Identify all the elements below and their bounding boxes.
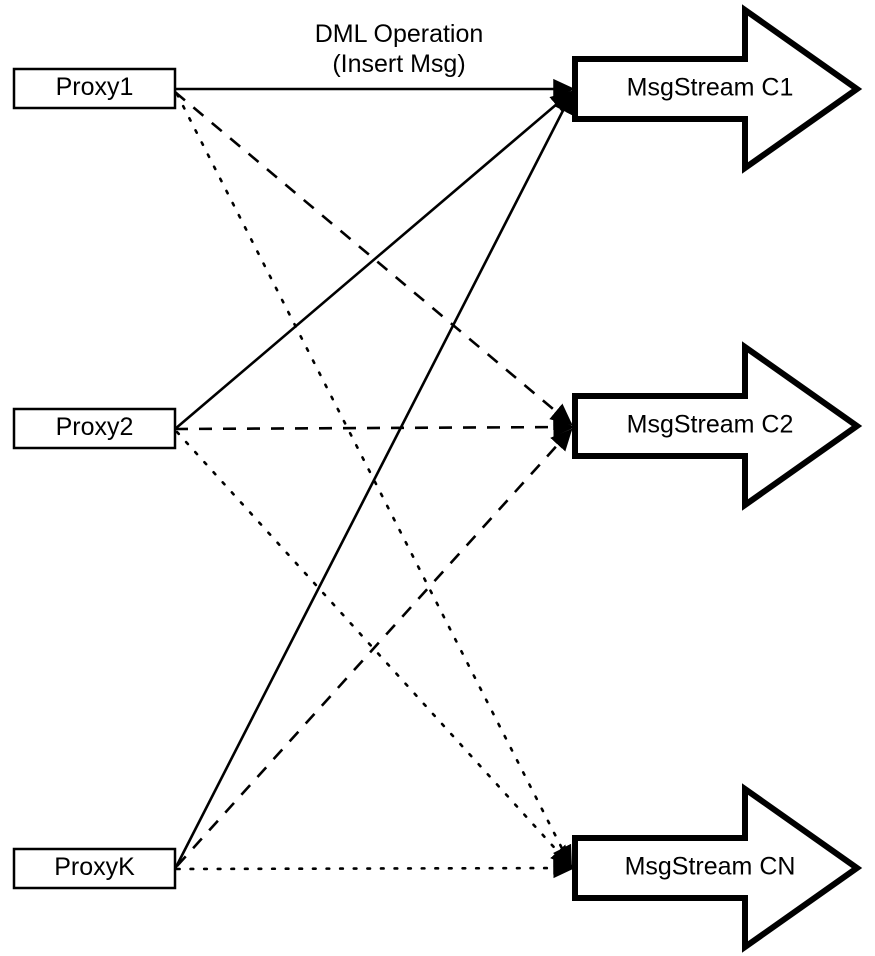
edge-proxy2-to-msgstream-cn[interactable]	[175, 430, 573, 868]
node-proxy1-rect	[12, 67, 177, 110]
edge-line	[173, 91, 574, 870]
node-proxyk-rect	[12, 847, 177, 890]
edge-proxyk-to-msgstream-c1[interactable]	[173, 91, 574, 870]
node-msgstream-cn[interactable]: MsgStream CN	[572, 783, 863, 953]
node-msgstream-cn-arrow-shape	[572, 783, 863, 953]
node-proxy1-label: Proxy1	[56, 73, 134, 101]
edge-proxyk-to-msgstream-c2[interactable]	[176, 428, 573, 867]
node-proxy2-rect	[12, 407, 177, 450]
edge-line	[176, 428, 573, 867]
edge-proxy2-to-msgstream-c1[interactable]	[174, 90, 573, 430]
dml-operation-label-line2: (Insert Msg)	[332, 50, 465, 78]
node-proxyk[interactable]: ProxyK	[12, 847, 177, 890]
edge-proxy2-to-msgstream-c2[interactable]	[174, 416, 576, 438]
edge-proxyk-to-msgstream-cn[interactable]	[175, 857, 576, 879]
edge-proxy1-to-msgstream-cn[interactable]	[175, 92, 573, 868]
edge-line	[175, 857, 576, 879]
proxy-node-group: Proxy1 Proxy2 ProxyK	[12, 67, 177, 890]
dml-operation-label: DML Operation (Insert Msg)	[315, 20, 484, 78]
edge-line	[175, 92, 573, 868]
edge-layer	[173, 78, 576, 879]
node-proxy2[interactable]: Proxy2	[12, 407, 177, 450]
edge-line	[174, 416, 576, 438]
node-msgstream-c1-label: MsgStream C1	[627, 74, 794, 102]
node-proxy2-label: Proxy2	[56, 413, 134, 441]
edge-line	[174, 90, 573, 430]
node-msgstream-c2-label: MsgStream C2	[627, 411, 794, 439]
node-proxyk-label: ProxyK	[54, 853, 135, 881]
edge-line	[175, 430, 573, 868]
msgstream-node-group: MsgStream C1 MsgStream C2 MsgStream CN	[572, 4, 863, 953]
node-msgstream-c2-arrow-shape	[572, 341, 863, 511]
node-msgstream-c1-arrow-shape	[572, 4, 863, 174]
node-msgstream-c1[interactable]: MsgStream C1	[572, 4, 863, 174]
node-proxy1[interactable]: Proxy1	[12, 67, 177, 110]
node-msgstream-c2[interactable]: MsgStream C2	[572, 341, 863, 511]
dml-operation-label-line1: DML Operation	[315, 20, 484, 48]
node-msgstream-cn-label: MsgStream CN	[625, 853, 796, 881]
